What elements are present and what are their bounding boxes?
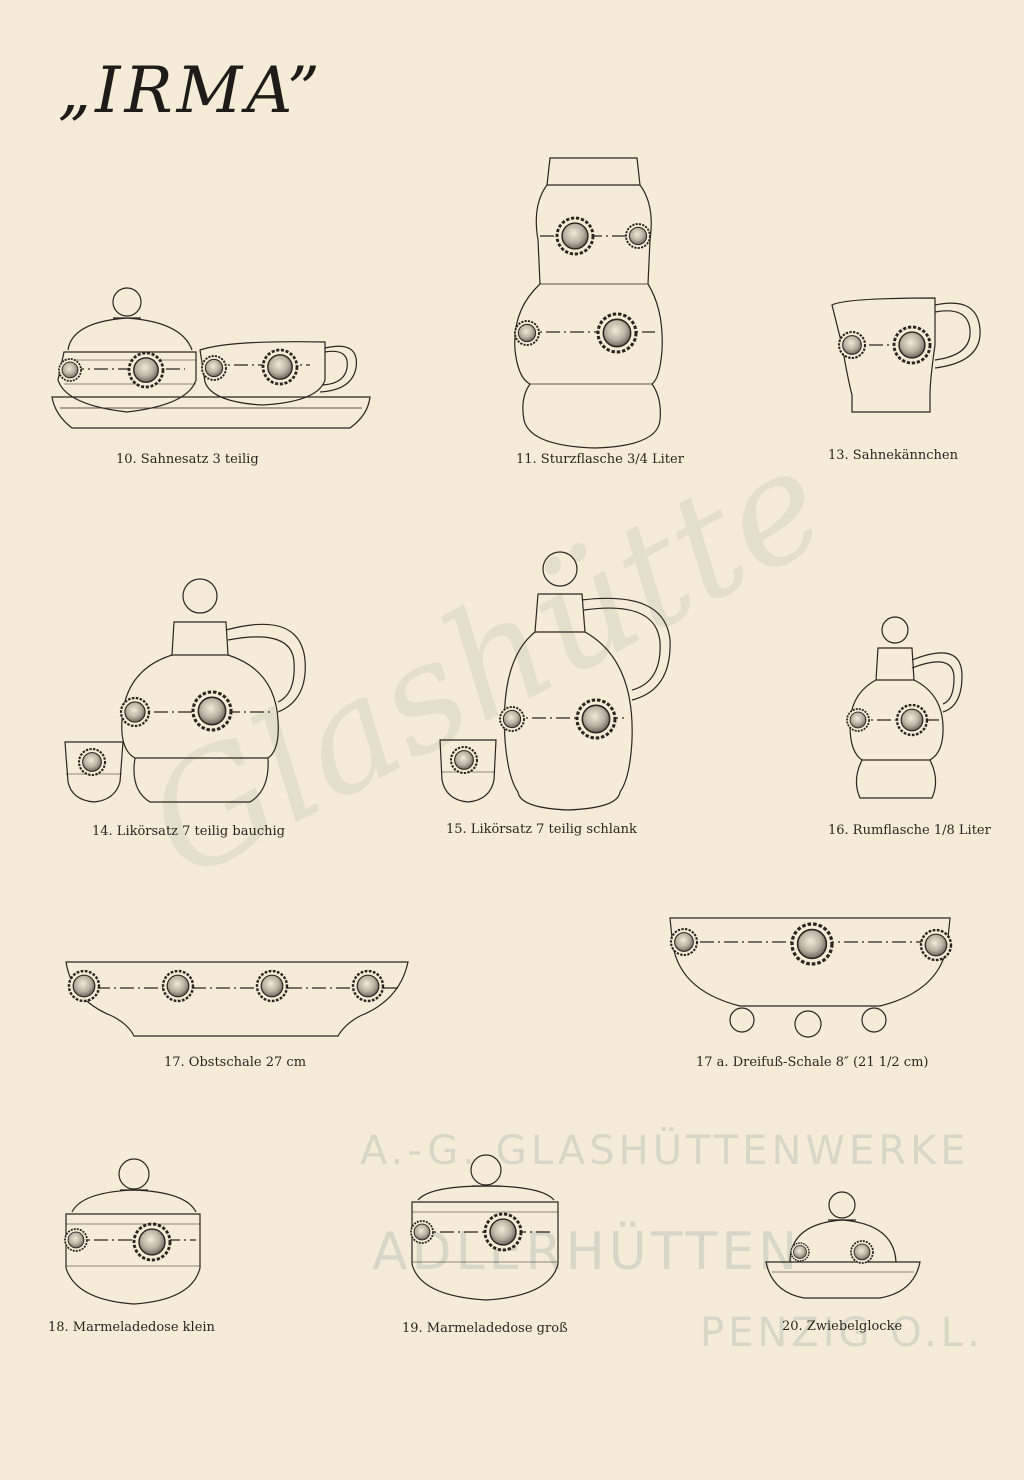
caption-item-18: 18. Marmeladedose klein [48,1320,215,1335]
caption-item-15: 15. Likörsatz 7 teilig schlank [446,822,637,837]
item-18-marmeladedose-klein-drawing [65,1158,201,1305]
caption-item-10: 10. Sahnesatz 3 teilig [116,452,259,467]
item-15-likoersatz-schlank-drawing [439,551,671,811]
caption-item-16: 16. Rumflasche 1/8 Liter [828,823,991,838]
caption-item-19: 19. Marmeladedose groß [402,1321,568,1336]
caption-item-17: 17. Obstschale 27 cm [164,1055,307,1070]
item-20-zwiebelglocke-drawing [765,1191,921,1299]
caption-item-20: 20. Zwiebelglocke [782,1319,903,1334]
item-19-marmeladedose-gross-drawing [411,1154,559,1301]
item-11-sturzflasche-drawing [514,157,663,449]
item-17-obstschale-drawing [65,961,409,1037]
watermark-line-3: PENZIG O.L. [700,1310,984,1356]
watermark-line-1: A.-G. GLASHÜTTENWERKE [360,1128,970,1174]
caption-item-14: 14. Likörsatz 7 teilig bauchig [92,824,285,839]
page-title: „IRMA” [58,54,324,128]
caption-item-13: 13. Sahnekännchen [828,448,958,463]
caption-item-17a: 17 a. Dreifuß-Schale 8″ (21 1/2 cm) [696,1055,929,1070]
item-14-likoersatz-bauchig-drawing [64,578,306,803]
caption-item-11: 11. Sturzflasche 3/4 Liter [516,452,684,467]
